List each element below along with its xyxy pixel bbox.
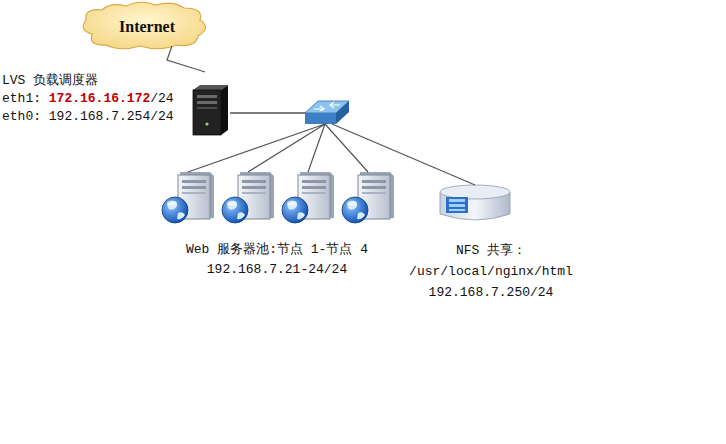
lvs-server-icon <box>193 85 228 135</box>
text-line: LVS 负载调度器 <box>2 72 230 90</box>
lvs-node: LVS 负载调度器 eth1: 172.16.16.172/24 eth0: 192.… <box>2 72 230 136</box>
node-label: LVS 负载调度器 <box>2 73 98 88</box>
node-label: /24 <box>150 91 173 106</box>
text-line: Internet <box>92 17 202 37</box>
node-label: eth0: 192.168.7.254/24 <box>2 109 174 124</box>
nfs-node: NFS 共享： /usr/local/nginx/html 192.168.7.… <box>400 182 582 306</box>
network-link <box>230 113 475 185</box>
network-switch <box>305 101 349 124</box>
cloud-node: Internet <box>92 10 202 46</box>
web-server-icon <box>282 172 334 223</box>
node-label: Web 服务器池:节点 1-节点 4 192.168.7.21-24/24 <box>170 240 385 280</box>
web-pool-node: Web 服务器池:节点 1-节点 4 192.168.7.21-24/24 <box>152 166 402 284</box>
node-label: eth1: <box>2 91 41 106</box>
nfs-storage-icon <box>440 185 510 220</box>
web-server-icon <box>162 172 214 223</box>
text-line: eth1: 172.16.16.172/24 <box>2 90 230 108</box>
network-link <box>188 113 368 172</box>
web-server-icon <box>222 172 274 223</box>
network-link <box>167 46 205 72</box>
text-line: Web 服务器池:节点 1-节点 4 192.168.7.21-24/24 <box>152 240 402 280</box>
node-label: Internet <box>119 18 175 35</box>
node-label: NFS 共享： /usr/local/nginx/html 192.168.7.… <box>403 240 579 303</box>
node-label: 172.16.16.172 <box>49 91 150 106</box>
web-server-icon <box>342 172 394 223</box>
text-line: eth0: 192.168.7.254/24 <box>2 108 230 126</box>
internet-cloud <box>83 2 205 49</box>
text-line: NFS 共享： /usr/local/nginx/html 192.168.7.… <box>400 240 582 303</box>
